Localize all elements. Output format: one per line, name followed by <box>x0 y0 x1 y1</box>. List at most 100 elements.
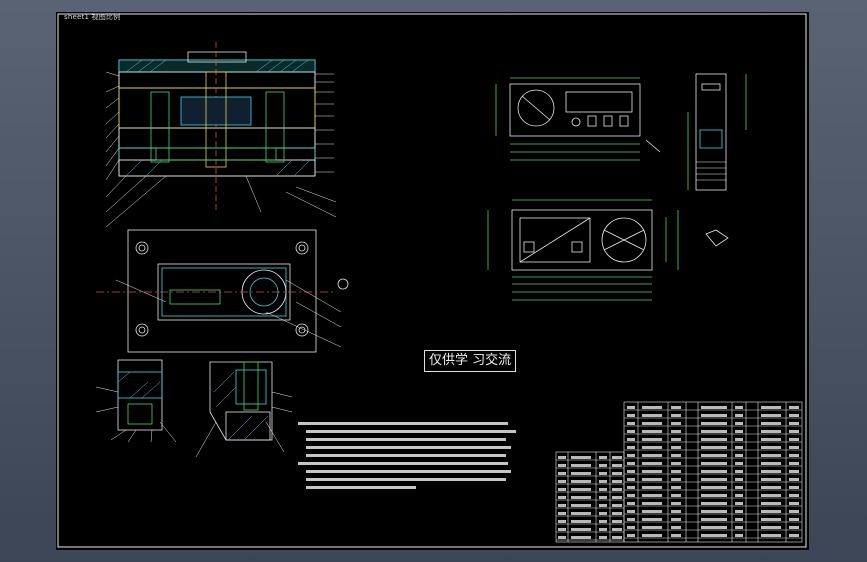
table-cell-text <box>671 534 681 537</box>
part-drawing-top <box>495 77 661 161</box>
table-cell-text <box>642 526 662 529</box>
table-cell-text <box>627 518 635 521</box>
table-cell-text <box>599 472 607 475</box>
table-cell-text <box>701 494 727 497</box>
table-cell-text <box>571 504 591 507</box>
table-cell-text <box>761 462 781 465</box>
table-cell-text <box>735 414 743 417</box>
table-cell-text <box>558 536 566 539</box>
table-cell-text <box>701 414 727 417</box>
table-cell-text <box>627 526 635 529</box>
table-cell-text <box>599 512 607 515</box>
table-cell-text <box>642 486 662 489</box>
table-cell-text <box>627 534 635 537</box>
table-cell-text <box>571 496 591 499</box>
table-cell-text <box>761 534 781 537</box>
table-cell-text <box>789 454 799 457</box>
table-cell-text <box>761 406 781 409</box>
table-cell-text <box>558 528 566 531</box>
table-cell-text <box>558 480 566 483</box>
table-cell-text <box>612 536 622 539</box>
table-cell-text <box>642 406 662 409</box>
table-cell-text <box>671 502 681 505</box>
table-cell-text <box>558 504 566 507</box>
table-cell-text <box>642 438 662 441</box>
table-cell-text <box>599 464 607 467</box>
table-cell-text <box>671 486 681 489</box>
drawing-sheet[interactable]: sheet1 视图比例 仅供学 习交流 <box>56 12 809 550</box>
table-cell-text <box>612 520 622 523</box>
table-cell-text <box>789 478 799 481</box>
table-cell-text <box>612 528 622 531</box>
table-cell-text <box>612 488 622 491</box>
table-cell-text <box>735 478 743 481</box>
table-cell-text <box>558 496 566 499</box>
table-cell-text <box>642 502 662 505</box>
table-cell-text <box>571 512 591 515</box>
part-drawing-middle <box>487 199 729 301</box>
table-cell-text <box>761 470 781 473</box>
table-cell-text <box>671 454 681 457</box>
table-cell-text <box>789 438 799 441</box>
part-side-view <box>687 73 747 191</box>
table-cell-text <box>701 534 727 537</box>
table-cell-text <box>671 430 681 433</box>
assembly-section-view <box>105 42 337 228</box>
table-cell-text <box>735 486 743 489</box>
table-cell-text <box>735 462 743 465</box>
table-cell-text <box>558 456 566 459</box>
table-cell-text <box>571 520 591 523</box>
table-cell-text <box>789 486 799 489</box>
table-cell-text <box>627 478 635 481</box>
table-cell-text <box>671 470 681 473</box>
table-cell-text <box>761 518 781 521</box>
table-cell-text <box>612 504 622 507</box>
table-cell-text <box>558 464 566 467</box>
table-cell-text <box>627 406 635 409</box>
table-cell-text <box>571 456 591 459</box>
table-cell-text <box>789 414 799 417</box>
table-cell-text <box>627 486 635 489</box>
table-cell-text <box>735 510 743 513</box>
table-cell-text <box>735 526 743 529</box>
table-cell-text <box>599 496 607 499</box>
watermark-label: 仅供学 习交流 <box>424 350 517 372</box>
table-cell-text <box>701 478 727 481</box>
table-cell-text <box>671 478 681 481</box>
table-cell-text <box>671 462 681 465</box>
table-cell-text <box>671 438 681 441</box>
table-cell-text <box>558 488 566 491</box>
table-cell-text <box>612 480 622 483</box>
table-cell-text <box>761 430 781 433</box>
table-cell-text <box>735 422 743 425</box>
table-cell-text <box>558 472 566 475</box>
table-cell-text <box>761 478 781 481</box>
table-cell-text <box>642 430 662 433</box>
table-cell-text <box>789 494 799 497</box>
table-cell-text <box>599 528 607 531</box>
table-cell-text <box>761 454 781 457</box>
table-cell-text <box>612 464 622 467</box>
drawing-border <box>57 13 807 548</box>
table-cell-text <box>671 446 681 449</box>
table-cell-text <box>701 430 727 433</box>
table-cell-text <box>789 502 799 505</box>
mold-assembly-drawing <box>57 13 807 548</box>
table-cell-text <box>627 446 635 449</box>
table-cell-text <box>735 534 743 537</box>
table-cell-text <box>789 518 799 521</box>
table-cell-text <box>701 470 727 473</box>
table-cell-text <box>761 438 781 441</box>
table-cell-text <box>735 502 743 505</box>
sheet-tab-label[interactable]: sheet1 视图比例 <box>64 13 121 21</box>
table-cell-text <box>627 438 635 441</box>
table-cell-text <box>789 462 799 465</box>
table-cell-text <box>789 470 799 473</box>
table-cell-text <box>599 456 607 459</box>
table-cell-text <box>627 462 635 465</box>
parts-list-table <box>555 401 803 543</box>
table-cell-text <box>612 512 622 515</box>
table-cell-text <box>558 520 566 523</box>
table-cell-text <box>671 518 681 521</box>
table-cell-text <box>627 510 635 513</box>
